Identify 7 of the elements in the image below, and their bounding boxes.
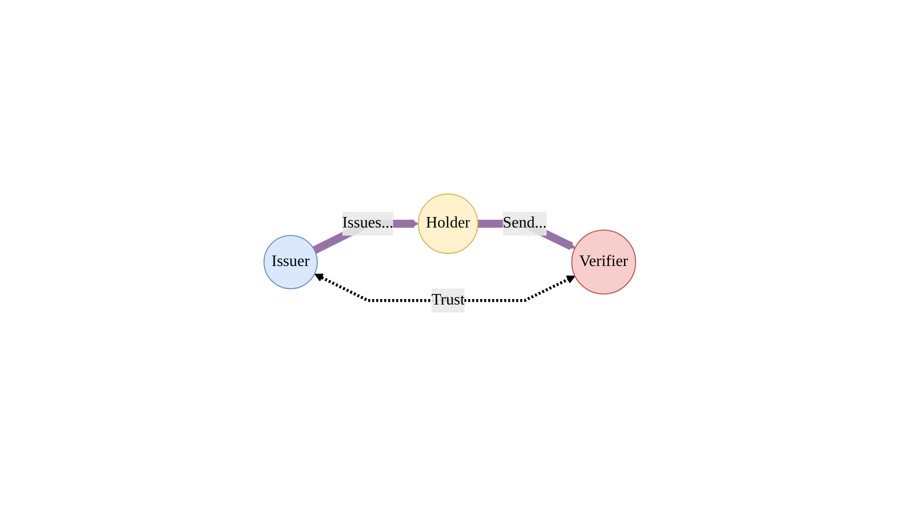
node-circle: Issuer [263,234,318,289]
node-circle: Verifier [570,229,636,294]
edge-label: Send... [502,214,546,232]
edge-label: Issues... [342,214,394,232]
edge-label: Trust [431,291,464,308]
node-circle: Holder [418,193,478,254]
arrow [314,273,576,302]
